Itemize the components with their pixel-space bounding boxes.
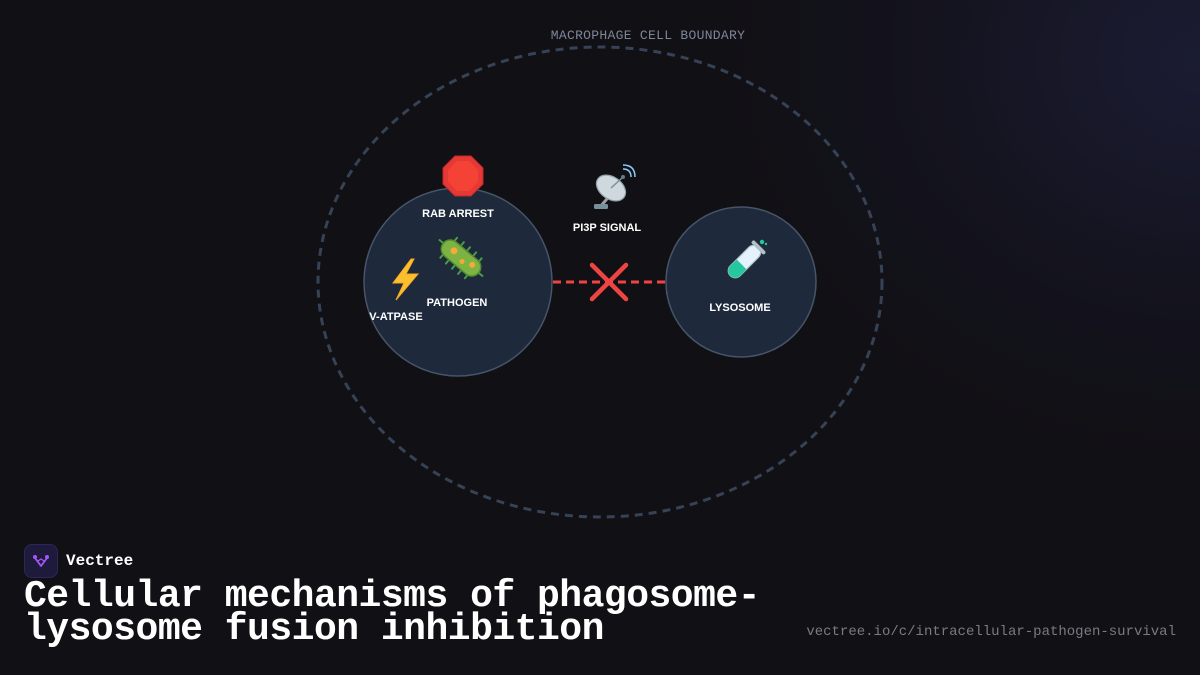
brand-name: Vectree — [66, 552, 134, 570]
rab-arrest-label: RAB ARREST — [422, 208, 494, 220]
pi3p-signal-label: PI3P SIGNAL — [573, 222, 642, 234]
lightning-icon — [392, 258, 420, 301]
page-title: Cellular mechanisms of phagosome-lysosom… — [24, 575, 761, 651]
lysosome-label: LYSOSOME — [709, 302, 770, 314]
source-url: vectree.io/c/intracellular-pathogen-surv… — [806, 624, 1176, 640]
brand: Vectree — [24, 544, 133, 578]
bubble — [759, 239, 765, 245]
stop-sign-icon — [442, 155, 484, 197]
bubble — [764, 242, 768, 246]
test-tube-icon — [727, 240, 766, 279]
vectree-logo-icon — [24, 544, 58, 578]
v-atpase-label: V-ATPASE — [369, 311, 422, 323]
pathogen-label: PATHOGEN — [427, 297, 488, 309]
macrophage-cell-boundary — [316, 45, 884, 519]
lysosome-node — [665, 206, 817, 358]
microbe-icon — [438, 236, 484, 280]
satellite-antenna-icon — [594, 164, 636, 209]
boundary-label: MACROPHAGE CELL BOUNDARY — [551, 28, 745, 43]
cross-mark-icon — [589, 262, 629, 302]
